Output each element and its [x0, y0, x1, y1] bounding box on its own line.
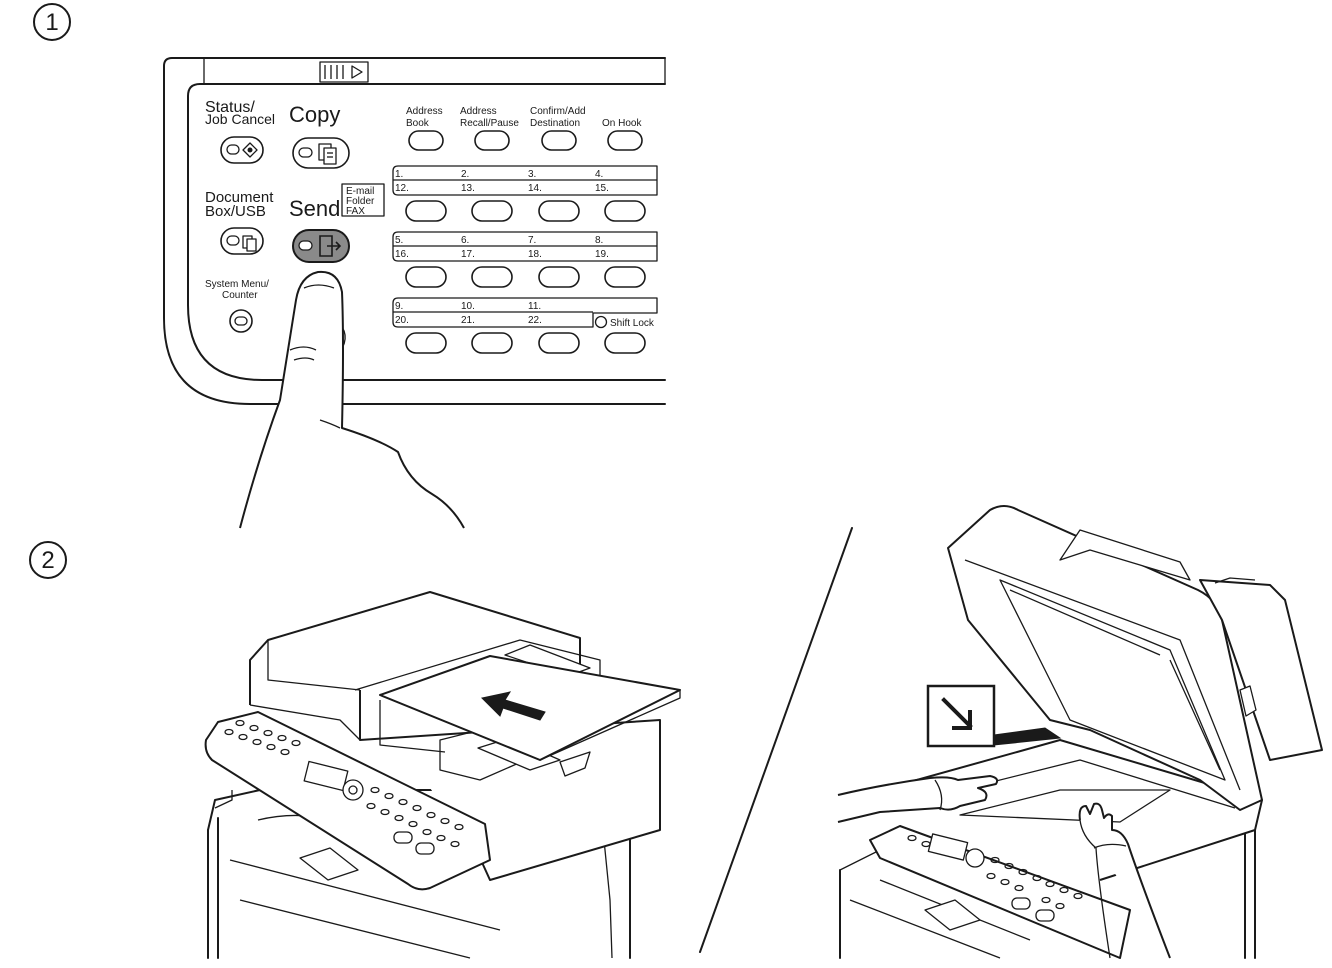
copy-button[interactable] [292, 137, 350, 169]
one-touch-key[interactable] [538, 200, 580, 222]
output-tray-stopper [299, 847, 359, 881]
status-label-line2: Job Cancel [205, 111, 275, 127]
system-menu-button[interactable] [229, 309, 253, 333]
one-touch-row-1: 1. 2. 3. 4. 12. 13. 14. 15. [392, 165, 658, 222]
confirm-add-button[interactable] [541, 130, 577, 151]
document-label-line2: Box/USB [205, 203, 266, 220]
document-box-button[interactable] [220, 227, 264, 255]
left-hand [837, 775, 999, 823]
address-book-label-2: Book [406, 118, 430, 129]
one-touch-key[interactable] [604, 200, 646, 222]
one-touch-label: 10. [461, 301, 475, 312]
send-destination-box [341, 183, 385, 217]
separator-line [699, 527, 853, 953]
copy-label: Copy [289, 102, 340, 127]
one-touch-label: 18. [528, 249, 542, 260]
one-touch-label: 20. [395, 315, 409, 326]
control-panel-right [869, 825, 1131, 959]
address-recall-label-2: Recall/Pause [460, 118, 519, 129]
step-1-marker: 1 [33, 3, 71, 41]
one-touch-key[interactable] [538, 266, 580, 288]
send-sub-folder: Folder [346, 196, 375, 207]
send-button[interactable] [292, 229, 350, 263]
send-sub-fax: FAX [346, 206, 365, 217]
top-function-keys: Address Book Address Recall/Pause Confir… [406, 106, 643, 151]
one-touch-label: 16. [395, 249, 409, 260]
mfp-document-processor [204, 591, 681, 959]
status-job-cancel-button[interactable] [220, 136, 264, 164]
status-label-line1: Status/ [205, 99, 255, 116]
on-hook-button[interactable] [607, 130, 643, 151]
one-touch-label: 14. [528, 183, 542, 194]
one-touch-row-3: 9. 10. 11. 20. 21. 22. Shift Lock [392, 297, 658, 354]
one-touch-key[interactable] [538, 332, 580, 354]
diagonal-arrow-icon [941, 697, 973, 730]
confirm-add-label-2: Destination [530, 118, 580, 129]
lcd-screen [303, 760, 349, 792]
on-hook-label-2: On Hook [602, 118, 642, 129]
one-touch-label: 9. [395, 301, 403, 312]
one-touch-key[interactable] [471, 200, 513, 222]
confirm-add-label-1: Confirm/Add [530, 106, 586, 117]
one-touch-key[interactable] [471, 332, 513, 354]
document-label-line1: Document [205, 189, 274, 206]
insert-direction-arrow [480, 691, 546, 721]
system-menu-label-line2: Counter [222, 290, 258, 301]
one-touch-label: 11. [528, 301, 541, 312]
one-touch-label: 7. [528, 235, 536, 246]
address-recall-button[interactable] [474, 130, 510, 151]
mfp-platen-open [837, 505, 1323, 959]
one-touch-label: 5. [395, 235, 403, 246]
panel-key-dots-right [907, 834, 1083, 922]
original-on-glass [959, 789, 1171, 823]
one-touch-label: 3. [528, 169, 536, 180]
one-touch-row-2: 5. 6. 7. 8. 16. 17. 18. 19. [392, 231, 658, 288]
one-touch-key[interactable] [405, 266, 447, 288]
one-touch-label: 2. [461, 169, 469, 180]
one-touch-label: 4. [595, 169, 603, 180]
right-hand [1078, 802, 1171, 959]
document-tray-open [1199, 579, 1323, 761]
step-2-number: 2 [41, 547, 54, 574]
one-touch-label: 6. [461, 235, 469, 246]
navigation-keys [342, 779, 364, 801]
panel-slider [319, 61, 369, 83]
one-touch-label: 15. [595, 183, 609, 194]
address-recall-label-1: Address [460, 106, 497, 117]
pressing-finger [239, 270, 465, 529]
one-touch-label: 13. [461, 183, 475, 194]
shift-lock-label: Shift Lock [610, 318, 655, 329]
one-touch-key[interactable] [471, 266, 513, 288]
one-touch-label: 17. [461, 249, 475, 260]
one-touch-label: 22. [528, 315, 542, 326]
panel-key-dots [224, 719, 464, 855]
address-book-label-1: Address [406, 106, 443, 117]
shift-lock-key[interactable] [604, 332, 646, 354]
one-touch-label: 12. [395, 183, 409, 194]
shift-lock-indicator [594, 315, 608, 329]
one-touch-key[interactable] [405, 200, 447, 222]
one-touch-key[interactable] [405, 332, 447, 354]
system-menu-label-line1: System Menu/ [205, 279, 269, 290]
step-2-marker: 2 [29, 541, 67, 579]
one-touch-label: 21. [461, 315, 475, 326]
one-touch-label: 8. [595, 235, 603, 246]
one-touch-label: 19. [595, 249, 609, 260]
send-sub-email: E-mail [346, 186, 374, 197]
lid-underside-pad [999, 579, 1226, 781]
one-touch-key[interactable] [604, 266, 646, 288]
send-label: Send [289, 196, 340, 221]
operation-panel: Status/ Job Cancel Copy Document Box/USB [163, 57, 666, 405]
status-icon [242, 142, 258, 158]
send-icon [319, 235, 333, 257]
step-1-number: 1 [45, 9, 58, 36]
address-book-button[interactable] [408, 130, 444, 151]
one-touch-label: 1. [395, 169, 403, 180]
control-panel [204, 711, 491, 891]
